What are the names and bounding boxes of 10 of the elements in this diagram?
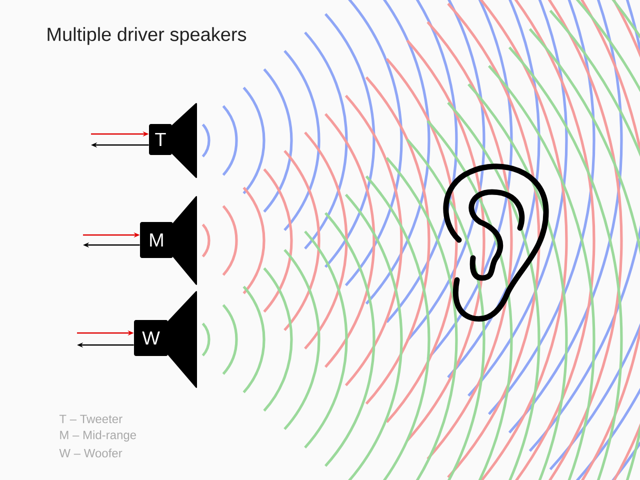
speaker: W <box>134 291 197 388</box>
legend-text: T – Tweeter <box>59 414 122 424</box>
title: Multiple driver speakers <box>48 27 246 45</box>
legend-text: M – Mid-range <box>60 430 136 442</box>
speaker: T <box>149 102 197 178</box>
node-label: M <box>150 233 163 247</box>
legend-text: W – Woofer <box>59 448 122 458</box>
speaker: M <box>140 196 197 285</box>
node-label: W <box>142 331 160 345</box>
node-label: T <box>155 132 166 146</box>
